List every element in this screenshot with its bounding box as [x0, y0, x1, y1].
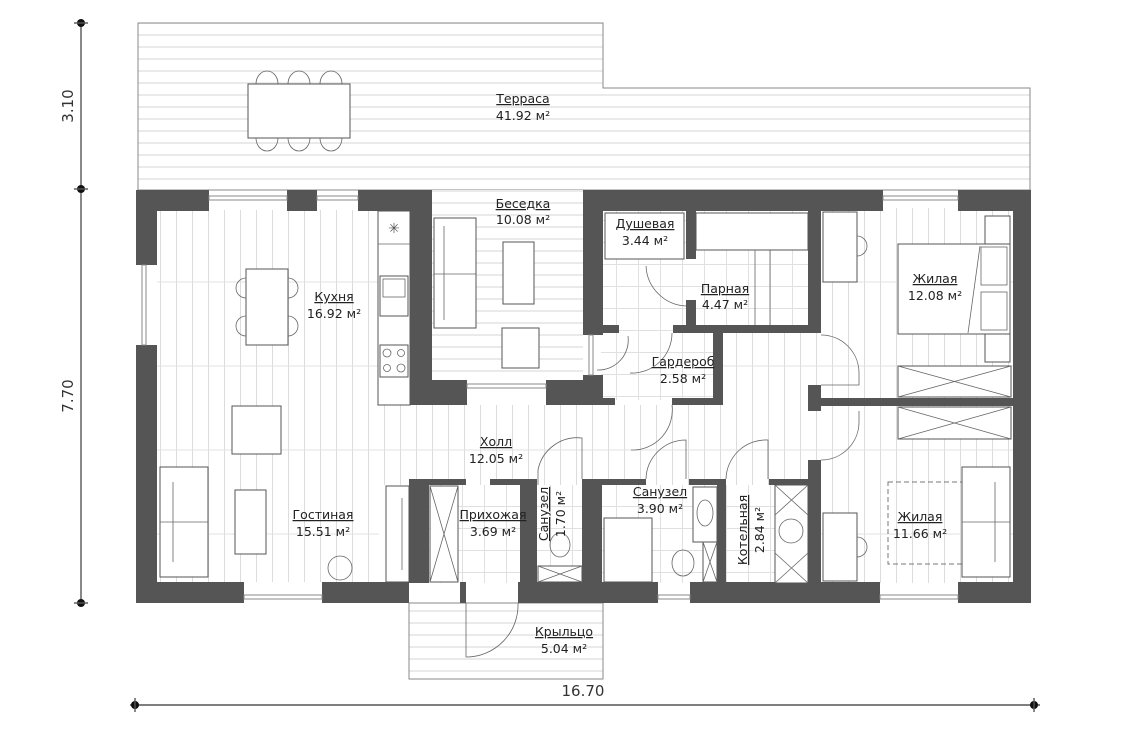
stove-icon [379, 344, 409, 378]
room-label-wc1: Санузел [536, 487, 551, 541]
room-label-wc2: Санузел [633, 484, 687, 499]
dimension-total-width: 16.70 [562, 682, 605, 700]
hall-floor-east [720, 330, 821, 485]
room-area-kitchen: 16.92 м² [307, 306, 361, 321]
room-area-steam: 4.47 м² [702, 297, 748, 312]
room-labels: Терраса 41.92 м² Беседка 10.08 м² Душева… [293, 91, 963, 656]
terrace [137, 22, 1031, 191]
windows [141, 195, 959, 600]
room-area-bedroom2: 11.66 м² [893, 526, 947, 541]
room-area-porch: 5.04 м² [541, 641, 587, 656]
room-label-wardrobe: Гардероб [652, 354, 715, 369]
dining-table-terrace [247, 70, 351, 152]
room-area-wardrobe: 2.58 м² [660, 371, 706, 386]
dimension-horizontal: 16.70 [130, 682, 1040, 712]
room-area-hall: 12.05 м² [469, 451, 523, 466]
walls [136, 190, 1031, 603]
room-area-wc1: 1.70 м² [553, 491, 568, 537]
plant-icon: ✳ [388, 221, 400, 237]
room-label-steam: Парная [701, 281, 749, 296]
bedroom1-furniture [820, 211, 1012, 461]
kitchen-counter: ✳ [377, 210, 411, 406]
dimension-vertical: 3.10 7.70 [59, 19, 88, 607]
sauna-fixtures [596, 212, 809, 374]
room-area-shower: 3.44 м² [622, 233, 668, 248]
room-label-hall: Холл [480, 434, 512, 449]
room-label-living: Гостиная [293, 507, 354, 522]
room-label-shower: Душевая [616, 216, 675, 231]
room-label-bedroom2: Жилая [898, 509, 943, 524]
room-label-kitchen: Кухня [314, 289, 353, 304]
dimension-main-height: 7.70 [59, 379, 77, 412]
room-label-porch: Крыльцо [535, 624, 593, 639]
room-label-bedroom1: Жилая [913, 271, 958, 286]
room-label-gazebo: Беседка [496, 196, 551, 211]
bathroom-fixtures [429, 484, 809, 584]
doors [537, 404, 769, 485]
dimension-top-height: 3.10 [59, 89, 77, 122]
room-area-entry: 3.69 м² [470, 524, 516, 539]
room-area-wc2: 3.90 м² [637, 501, 683, 516]
bedroom2-furniture [822, 466, 1011, 582]
room-area-terrace: 41.92 м² [496, 108, 550, 123]
room-area-gazebo: 10.08 м² [496, 212, 550, 227]
room-label-terrace: Терраса [495, 91, 549, 106]
living-furniture [159, 405, 410, 583]
room-label-boiler: Котельная [735, 495, 750, 565]
gazebo-furniture [433, 217, 540, 369]
room-label-entry: Прихожая [460, 507, 527, 522]
kitchen-table [235, 268, 299, 346]
porch [408, 602, 604, 680]
wardrobe-floor [601, 330, 719, 400]
room-area-boiler: 2.84 м² [752, 507, 767, 553]
room-area-bedroom1: 12.08 м² [908, 288, 962, 303]
room-area-living: 15.51 м² [296, 524, 350, 539]
